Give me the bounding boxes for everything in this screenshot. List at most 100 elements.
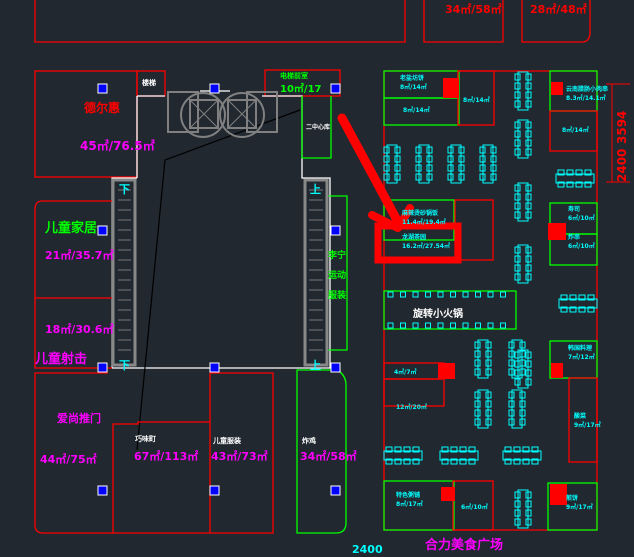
unit-name: 爱尚推门 (57, 411, 101, 425)
unit-name: 德尔惠 (84, 100, 120, 115)
hotpot-seat (500, 291, 506, 298)
stall-name: 龙湖茶园 (402, 233, 426, 241)
side-shop-label: 服装 (328, 289, 347, 301)
hotpot-seat (450, 291, 456, 298)
annotation-highlight-box (374, 222, 462, 264)
column-marker (330, 83, 341, 94)
structural-columns (97, 83, 341, 496)
hotpot-seat (475, 322, 481, 329)
dining-table (514, 71, 532, 111)
column-marker (97, 225, 108, 236)
hotpot-seat (437, 322, 444, 329)
dining-table (439, 446, 479, 465)
dining-table (514, 182, 532, 222)
dining-table (474, 389, 492, 429)
stall-name: 寿司 (568, 205, 580, 213)
dining-table (508, 389, 526, 429)
stall-area: 6㎡/10㎡ (461, 503, 488, 511)
dimension-label: 3594 (615, 111, 629, 144)
column-marker (97, 485, 108, 496)
stall-name: 煎饼 (566, 494, 578, 502)
dining-table (383, 446, 423, 465)
dining-tables (383, 71, 598, 529)
dining-table (415, 144, 433, 184)
stall-area: 7㎡/12㎡ (568, 353, 595, 361)
hotpot-seat (462, 291, 469, 298)
stall-area: 8.3㎡/14.1㎡ (566, 94, 606, 102)
left-unit-walls (34, 200, 112, 369)
hotpot-seat (475, 291, 481, 298)
stall-area: 16.2㎡/27.54㎡ (402, 242, 450, 250)
column-marker (330, 225, 341, 236)
stall-name: 云南腊肠小肉串 (566, 85, 608, 93)
stair-label: 楼梯 (142, 78, 156, 87)
hotpot-seat (450, 322, 456, 329)
dimension-label: 2400 (352, 543, 383, 556)
stall-area: 6㎡/10㎡ (568, 242, 595, 250)
annotation-arrow (337, 113, 403, 227)
hotpot-label: 旋转小火锅 (412, 307, 463, 320)
unit-walls-fried-chicken (296, 369, 347, 534)
column-marker (97, 83, 108, 94)
dining-table (383, 144, 401, 184)
unit-name: 儿童服装 (212, 436, 241, 445)
dining-table (479, 144, 497, 184)
stall-name: 韩国料理 (568, 344, 592, 352)
stall-area: 9㎡/17㎡ (574, 421, 601, 429)
bottom-unit-walls (34, 372, 274, 534)
stall-name: 特色粥铺 (396, 491, 420, 499)
stall-name: 炸串 (568, 233, 580, 241)
stall-name: 老盐坊饼 (399, 74, 424, 82)
dining-table (502, 446, 542, 465)
unit-area: 18㎡/30.6㎡ (45, 322, 113, 336)
hotpot-seat (487, 291, 494, 298)
unit-area: 44㎡/75㎡ (40, 452, 97, 466)
hotpot-seat (387, 291, 394, 298)
unit-area: 43㎡/73㎡ (211, 449, 268, 463)
dimension-lines (606, 83, 630, 183)
dining-table (558, 294, 598, 313)
escalator-up-label: 上 (310, 358, 321, 372)
escalator-left (111, 178, 137, 367)
unit-name: 巧味町 (135, 434, 156, 443)
column-marker (209, 485, 220, 496)
elevator-pair (167, 91, 278, 138)
dining-table (514, 489, 532, 529)
stall-area: 9㎡/17㎡ (566, 503, 593, 511)
stall-area: 4㎡/7㎡ (394, 368, 417, 376)
top-unit-walls (34, 0, 591, 43)
hotpot-seat (412, 291, 419, 298)
hotpot-seat (487, 322, 494, 329)
dining-table (447, 144, 465, 184)
unit-area: 45㎡/76.5㎡ (80, 138, 155, 153)
dining-table (474, 339, 492, 379)
hotpot-seat (425, 291, 431, 298)
hotpot-seat (387, 322, 394, 329)
unit-area: 21㎡/35.7㎡ (45, 248, 113, 262)
side-shop-label: 李宁 (327, 249, 346, 261)
unit-area: 28㎡/48㎡ (530, 2, 587, 16)
side-shop-label: 运动 (328, 270, 346, 281)
column-marker (330, 362, 341, 373)
diagonal-line (136, 109, 301, 451)
hotpot-seat (462, 322, 469, 329)
hotpot-seat (500, 322, 506, 329)
unit-name: 儿童家居 (44, 220, 97, 236)
hotpot-seat (412, 322, 419, 329)
storage-label: 二中心库 (306, 123, 330, 131)
stall-area: 8㎡/14㎡ (403, 106, 430, 114)
dining-table (555, 169, 595, 188)
stall-labels: 老盐坊饼8㎡/14㎡8㎡/14㎡8㎡/14㎡云南腊肠小肉串8.3㎡/14.1㎡8… (394, 74, 608, 511)
unit-name: 炸鸡 (302, 436, 316, 445)
column-marker (97, 362, 108, 373)
core-walls (111, 90, 331, 369)
lobby-label: 电梯前室 (280, 71, 308, 80)
dimension-label: 2400 (615, 149, 629, 182)
column-marker (209, 362, 220, 373)
escalator-down-label: 下 (119, 359, 130, 372)
unit-name: 儿童射击 (34, 351, 87, 367)
stall-area: 8㎡/14㎡ (400, 83, 427, 91)
lobby-area: 10㎡/17 (280, 82, 322, 95)
column-marker (330, 485, 341, 496)
